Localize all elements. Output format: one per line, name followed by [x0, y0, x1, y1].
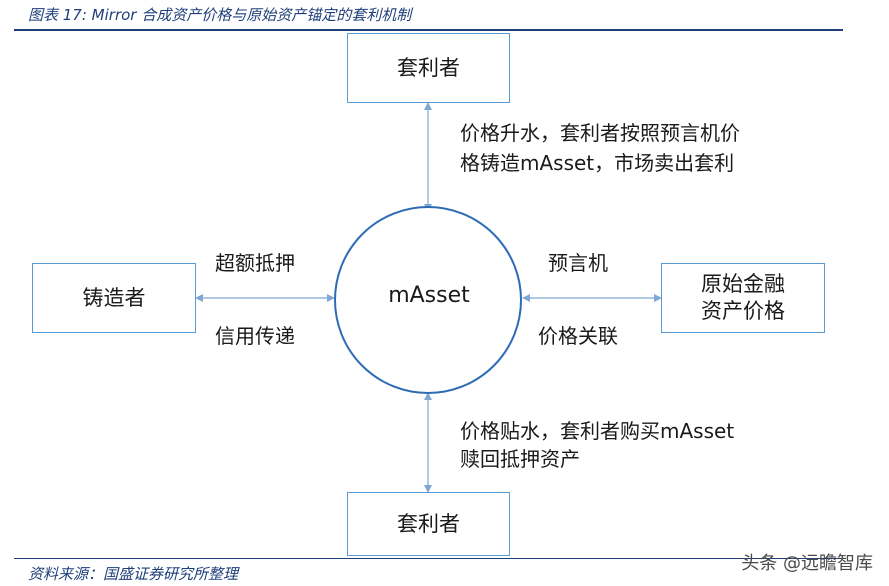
node-center-label: mAsset: [388, 283, 470, 308]
node-bottom-arbitrageur-label: 套利者: [397, 511, 460, 536]
node-top-arbitrageur-label: 套利者: [397, 55, 460, 80]
edge-label-right-below: 价格关联: [538, 324, 618, 348]
figure-caption: 图表 17: Mirror 合成资产价格与原始资产锚定的套利机制: [28, 6, 412, 24]
node-bottom-arbitrageur: 套利者: [347, 492, 510, 556]
edge-label-top-line2: 格铸造mAsset，市场卖出套利: [460, 151, 735, 175]
node-minter-label: 铸造者: [82, 285, 146, 310]
node-top-arbitrageur: 套利者: [347, 33, 510, 103]
top-divider: [14, 29, 843, 31]
edge-label-bottom-line2: 赎回抵押资产: [460, 447, 580, 471]
node-original-asset: 原始金融 资产价格: [661, 263, 825, 333]
edge-label-left-below: 信用传递: [215, 324, 295, 348]
edge-label-left-above: 超额抵押: [215, 251, 295, 275]
source-note: 资料来源：国盛证券研究所整理: [28, 565, 239, 583]
watermark-text: 头条 @远瞻智库: [741, 553, 873, 574]
masset-circle: [334, 206, 522, 394]
edge-label-top-line1: 价格升水，套利者按照预言机价: [460, 121, 740, 145]
bottom-divider: [14, 558, 843, 559]
edge-label-right-above: 预言机: [548, 251, 608, 275]
edge-label-bottom-line1: 价格贴水，套利者购买mAsset: [460, 419, 735, 443]
node-original-asset-line1: 原始金融: [701, 272, 785, 296]
node-original-asset-line2: 资产价格: [701, 299, 785, 323]
node-minter: 铸造者: [32, 263, 196, 333]
